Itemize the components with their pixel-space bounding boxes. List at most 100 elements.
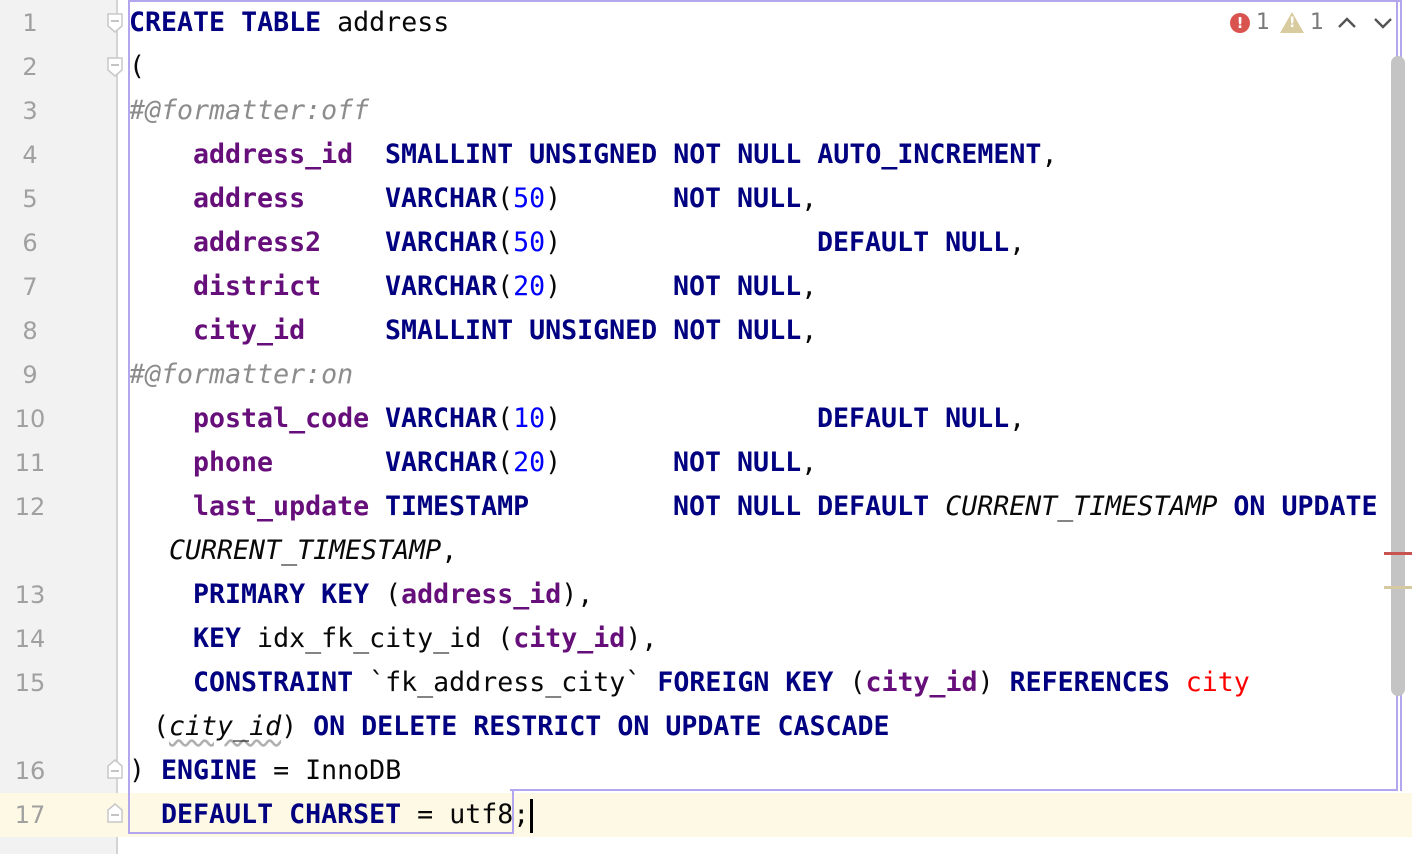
line-number: 6 <box>22 229 38 257</box>
code-line-15[interactable]: CONSTRAINT `fk_address_city` FOREIGN KEY… <box>193 661 1250 705</box>
code-line-17[interactable]: DEFAULT CHARSET = utf8; <box>161 793 534 837</box>
column-type: TIMESTAMP <box>385 491 530 522</box>
column-name: city_id <box>865 667 978 698</box>
code-line-11[interactable]: phone <box>193 441 273 485</box>
fold-collapse-icon[interactable] <box>107 13 123 33</box>
column-type: VARCHAR <box>385 447 498 478</box>
code-line-10-type[interactable]: VARCHAR(10) <box>385 397 561 441</box>
table-name: address <box>321 7 450 38</box>
unresolved-column-reference[interactable]: city_id <box>169 711 282 742</box>
previous-highlight-chevron-up-icon[interactable] <box>1334 15 1360 31</box>
paren: ( <box>369 579 402 610</box>
code-line-16[interactable]: ) ENGINE = InnoDB <box>129 749 401 793</box>
warning-icon <box>1280 12 1304 33</box>
code-line-10[interactable]: postal_code <box>193 397 369 441</box>
engine-keyword: ENGINE <box>161 755 258 786</box>
column-type: VARCHAR <box>385 183 498 214</box>
formatter-comment: #@formatter:off <box>129 95 370 126</box>
paren: ( <box>833 667 866 698</box>
paren: ) <box>545 403 562 434</box>
code-line-4-type[interactable]: SMALLINT UNSIGNED NOT NULL AUTO_INCREMEN… <box>385 133 1057 177</box>
column-name: phone <box>193 447 274 478</box>
fold-collapse-icon[interactable] <box>107 57 123 77</box>
keyword: CREATE TABLE <box>129 7 322 38</box>
column-type: SMALLINT UNSIGNED NOT NULL AUTO_INCREMEN… <box>385 139 1042 170</box>
paren: ) <box>281 711 314 742</box>
paren: ) <box>545 227 562 258</box>
code-line-10-default[interactable]: DEFAULT NULL, <box>817 397 1025 441</box>
semicolon: ; <box>513 799 530 830</box>
line-number: 10 <box>14 405 46 433</box>
paren: ( <box>497 447 514 478</box>
code-line-4[interactable]: address_id <box>193 133 353 177</box>
code-line-7-constraint[interactable]: NOT NULL, <box>673 265 817 309</box>
line-number: 9 <box>22 361 38 389</box>
code-line-12-type[interactable]: TIMESTAMP <box>385 485 529 529</box>
index-name: idx_fk_city_id ( <box>241 623 514 654</box>
comma: , <box>1009 227 1026 258</box>
column-type: VARCHAR <box>385 227 498 258</box>
code-line-2[interactable]: ( <box>129 45 145 89</box>
column-type: VARCHAR <box>385 403 498 434</box>
current-line-highlight <box>0 793 1412 837</box>
function-name: CURRENT_TIMESTAMP <box>945 491 1218 522</box>
comma: , <box>1009 403 1026 434</box>
line-number: 5 <box>22 185 38 213</box>
fold-end-icon[interactable] <box>107 803 123 823</box>
fold-end-icon[interactable] <box>107 759 123 779</box>
code-line-12-constraint[interactable]: NOT NULL DEFAULT CURRENT_TIMESTAMP ON UP… <box>673 485 1378 529</box>
next-highlight-chevron-down-icon[interactable] <box>1370 15 1396 31</box>
gutter-divider <box>116 0 118 854</box>
constraint-keyword: NOT NULL <box>673 183 802 214</box>
code-line-11-type[interactable]: VARCHAR(20) <box>385 441 561 485</box>
code-line-6-default[interactable]: DEFAULT NULL, <box>817 221 1025 265</box>
line-number: 7 <box>22 273 38 301</box>
code-line-15-wrap[interactable]: (city_id) ON DELETE RESTRICT ON UPDATE C… <box>153 705 890 749</box>
error-count[interactable]: ! 1 <box>1230 10 1270 35</box>
code-line-5[interactable]: address <box>193 177 305 221</box>
code-line-9[interactable]: #@formatter:on <box>129 353 353 397</box>
code-line-3[interactable]: #@formatter:off <box>129 89 369 133</box>
code-line-7-type[interactable]: VARCHAR(20) <box>385 265 561 309</box>
constraint-keyword: NOT NULL <box>673 447 802 478</box>
code-line-5-constraint[interactable]: NOT NULL, <box>673 177 817 221</box>
default-keyword: DEFAULT NULL <box>817 403 1010 434</box>
column-name: last_update <box>193 491 370 522</box>
column-name: address_id <box>193 139 354 170</box>
code-line-12[interactable]: last_update <box>193 485 369 529</box>
column-name: address <box>193 183 306 214</box>
column-name: address2 <box>193 227 322 258</box>
function-name: CURRENT_TIMESTAMP <box>169 535 442 566</box>
formatter-comment: #@formatter:on <box>129 359 354 390</box>
statement-highlight-bottom <box>510 789 1398 791</box>
vertical-scrollbar[interactable] <box>1391 56 1405 696</box>
paren: ), <box>561 579 594 610</box>
inspection-widget[interactable]: ! 1 1 <box>1230 10 1396 35</box>
line-number: 11 <box>14 449 46 477</box>
code-line-6-type[interactable]: VARCHAR(50) <box>385 221 561 265</box>
close-paren: ) <box>129 755 162 786</box>
code-line-8-type[interactable]: SMALLINT UNSIGNED NOT NULL, <box>385 309 817 353</box>
line-number: 8 <box>22 317 38 345</box>
comma: , <box>441 535 458 566</box>
code-line-5-type[interactable]: VARCHAR(50) <box>385 177 561 221</box>
error-stripe-marker[interactable] <box>1384 552 1412 555</box>
on-update-keyword: ON UPDATE <box>1233 491 1378 522</box>
code-line-11-constraint[interactable]: NOT NULL, <box>673 441 817 485</box>
comma: , <box>1041 139 1058 170</box>
code-line-8[interactable]: city_id <box>193 309 305 353</box>
code-line-1[interactable]: CREATE TABLE address <box>129 1 449 45</box>
unresolved-table-reference[interactable]: city <box>1185 667 1250 698</box>
code-line-12-wrap[interactable]: CURRENT_TIMESTAMP, <box>169 529 457 573</box>
length: 20 <box>513 271 546 302</box>
warning-stripe-marker[interactable] <box>1384 586 1412 589</box>
paren: ) <box>545 271 562 302</box>
open-paren: ( <box>129 51 146 82</box>
code-line-6[interactable]: address2 <box>193 221 321 265</box>
key-keyword: KEY <box>193 623 242 654</box>
code-line-14[interactable]: KEY idx_fk_city_id (city_id), <box>193 617 657 661</box>
code-line-7[interactable]: district <box>193 265 321 309</box>
column-name: district <box>193 271 322 302</box>
code-line-13[interactable]: PRIMARY KEY (address_id), <box>193 573 593 617</box>
warning-count[interactable]: 1 <box>1280 10 1324 35</box>
